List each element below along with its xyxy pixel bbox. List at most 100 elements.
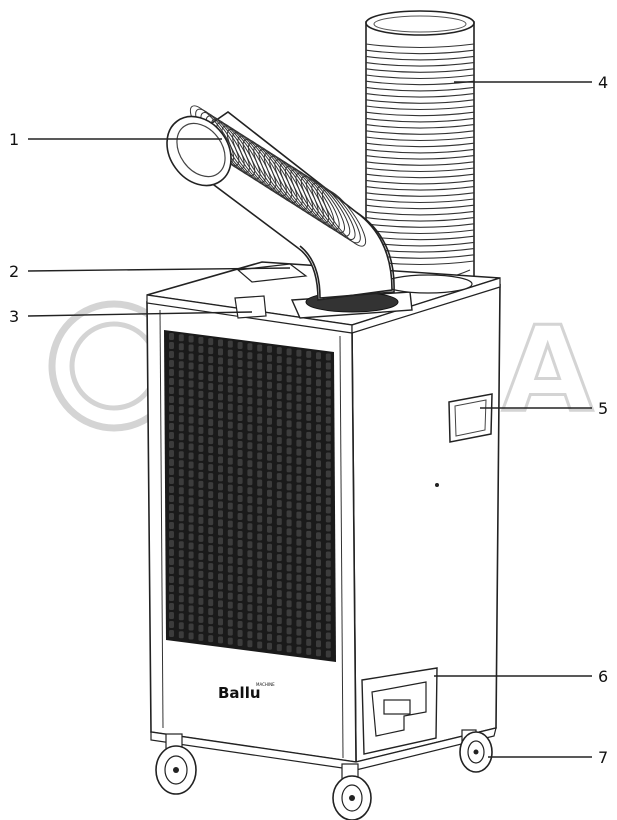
brand-logo: Ballu MACHINE <box>218 682 275 702</box>
grille-slot <box>247 631 253 639</box>
grille-slot <box>276 356 282 364</box>
drain-hatch-frame <box>361 667 438 755</box>
grille-slot <box>218 564 223 572</box>
grille-slot <box>178 622 184 630</box>
cabinet: Ballu MACHINE <box>146 261 501 771</box>
grille-slot <box>325 398 331 406</box>
grille-slot <box>267 633 272 641</box>
grille-slot <box>257 344 263 352</box>
grille-slot <box>257 479 263 487</box>
grille-slot <box>198 606 204 614</box>
condensate-drain-hatch <box>361 667 438 755</box>
grille-slot <box>267 624 272 632</box>
grille-slot <box>178 478 184 486</box>
grille-slot <box>316 478 321 486</box>
grille-slot <box>296 529 302 537</box>
grille-slot <box>325 587 331 595</box>
grille-slot <box>198 525 204 533</box>
grille-slot <box>247 505 253 513</box>
grille-slot <box>325 353 331 361</box>
grille-slot <box>178 370 184 378</box>
grille-slot <box>237 395 243 403</box>
grille-slot <box>296 511 302 519</box>
grille-slot <box>286 438 292 446</box>
grille-slot <box>237 530 243 538</box>
grille-slot <box>169 513 174 520</box>
grille-slot <box>237 467 243 475</box>
grille-slot <box>247 397 253 405</box>
grille-slot <box>267 552 272 560</box>
grille-slot <box>325 506 331 514</box>
grille-slot <box>218 519 223 527</box>
grille-slot <box>276 617 282 625</box>
grille-slot <box>276 536 282 544</box>
grille-slot <box>169 558 174 565</box>
grille-slot <box>306 539 312 547</box>
duct-rib <box>365 111 475 117</box>
grille-slot <box>169 396 174 403</box>
grille-slot <box>208 608 214 616</box>
grille-slot <box>257 416 263 424</box>
grille-slot <box>198 516 204 524</box>
duct-base-collar <box>383 274 473 294</box>
grille-slot <box>267 363 272 371</box>
grille-slot <box>218 357 223 365</box>
grille-slot <box>276 518 282 526</box>
grille-slot <box>276 626 282 634</box>
grille-slot <box>306 494 312 502</box>
grille-slot <box>178 532 184 540</box>
grille-slot <box>257 470 263 478</box>
grille-slot <box>276 428 282 436</box>
grille-slot <box>296 520 302 528</box>
grille-slot <box>218 348 223 356</box>
grille-slot <box>306 530 312 538</box>
callout-3: 3 <box>9 307 253 326</box>
top-cover-lid <box>234 295 267 319</box>
cabinet-front-inner-edge-right <box>339 335 344 759</box>
grille-slot <box>188 560 194 568</box>
grille-slot <box>227 457 233 465</box>
grille-slot <box>286 483 292 491</box>
grille-slot <box>267 354 272 362</box>
grille-slot <box>188 623 194 631</box>
grille-slot <box>218 456 223 464</box>
front-grille <box>164 330 336 662</box>
grille-slot <box>276 374 282 382</box>
grille-slot <box>227 520 233 528</box>
grille-slot <box>247 622 253 630</box>
grille-slot <box>188 416 194 424</box>
grille-slot <box>237 449 243 457</box>
grille-slot <box>306 377 312 385</box>
grille-slot <box>316 514 321 522</box>
grille-slot <box>325 479 331 487</box>
grille-slot <box>188 443 194 451</box>
grille-slot <box>267 471 272 479</box>
grille-slot <box>208 401 214 409</box>
grille-slot <box>227 583 233 591</box>
grille-slot <box>169 405 174 412</box>
grille-slot <box>218 447 223 455</box>
grille-slot <box>267 462 272 470</box>
grille-slot <box>208 536 214 544</box>
grille-slot <box>267 444 272 452</box>
grille-slot <box>188 470 194 478</box>
grille-slot <box>237 611 243 619</box>
grille-slot <box>316 622 321 630</box>
grille-slot <box>227 502 233 510</box>
grille-slot <box>257 407 263 415</box>
grille-slot <box>218 501 223 509</box>
grille-slot <box>227 412 233 420</box>
hose-rib <box>316 186 361 244</box>
grille-slot <box>325 470 331 478</box>
grille-slot <box>257 551 263 559</box>
grille-slot <box>325 380 331 388</box>
grille-slot <box>257 632 263 640</box>
grille-slot <box>276 554 282 562</box>
grille-slot <box>286 519 292 527</box>
grille-slot <box>188 362 194 370</box>
grille-slot <box>325 407 331 415</box>
grille-slot <box>169 432 174 439</box>
grille-slot <box>227 592 233 600</box>
grille-slot <box>188 596 194 604</box>
